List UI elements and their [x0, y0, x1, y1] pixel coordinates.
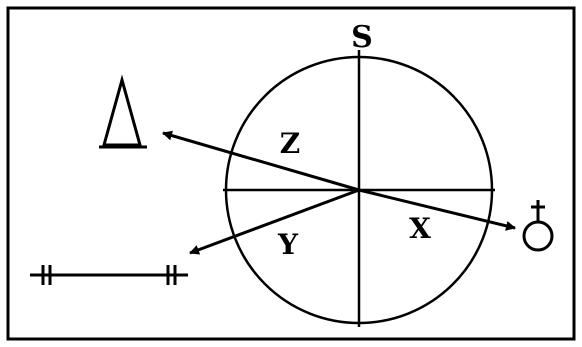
label-x: X [409, 212, 431, 245]
arrow-y [189, 188, 360, 255]
label-s: S [351, 20, 373, 55]
arrow-z [162, 130, 360, 192]
label-z: Z [280, 127, 300, 160]
arrow-x [358, 188, 516, 231]
barred-line-symbol [30, 265, 188, 285]
label-y: Y [277, 228, 299, 261]
triangle-symbol [99, 74, 147, 149]
venus-like-symbol [522, 200, 554, 252]
diagram-frame [6, 6, 576, 341]
